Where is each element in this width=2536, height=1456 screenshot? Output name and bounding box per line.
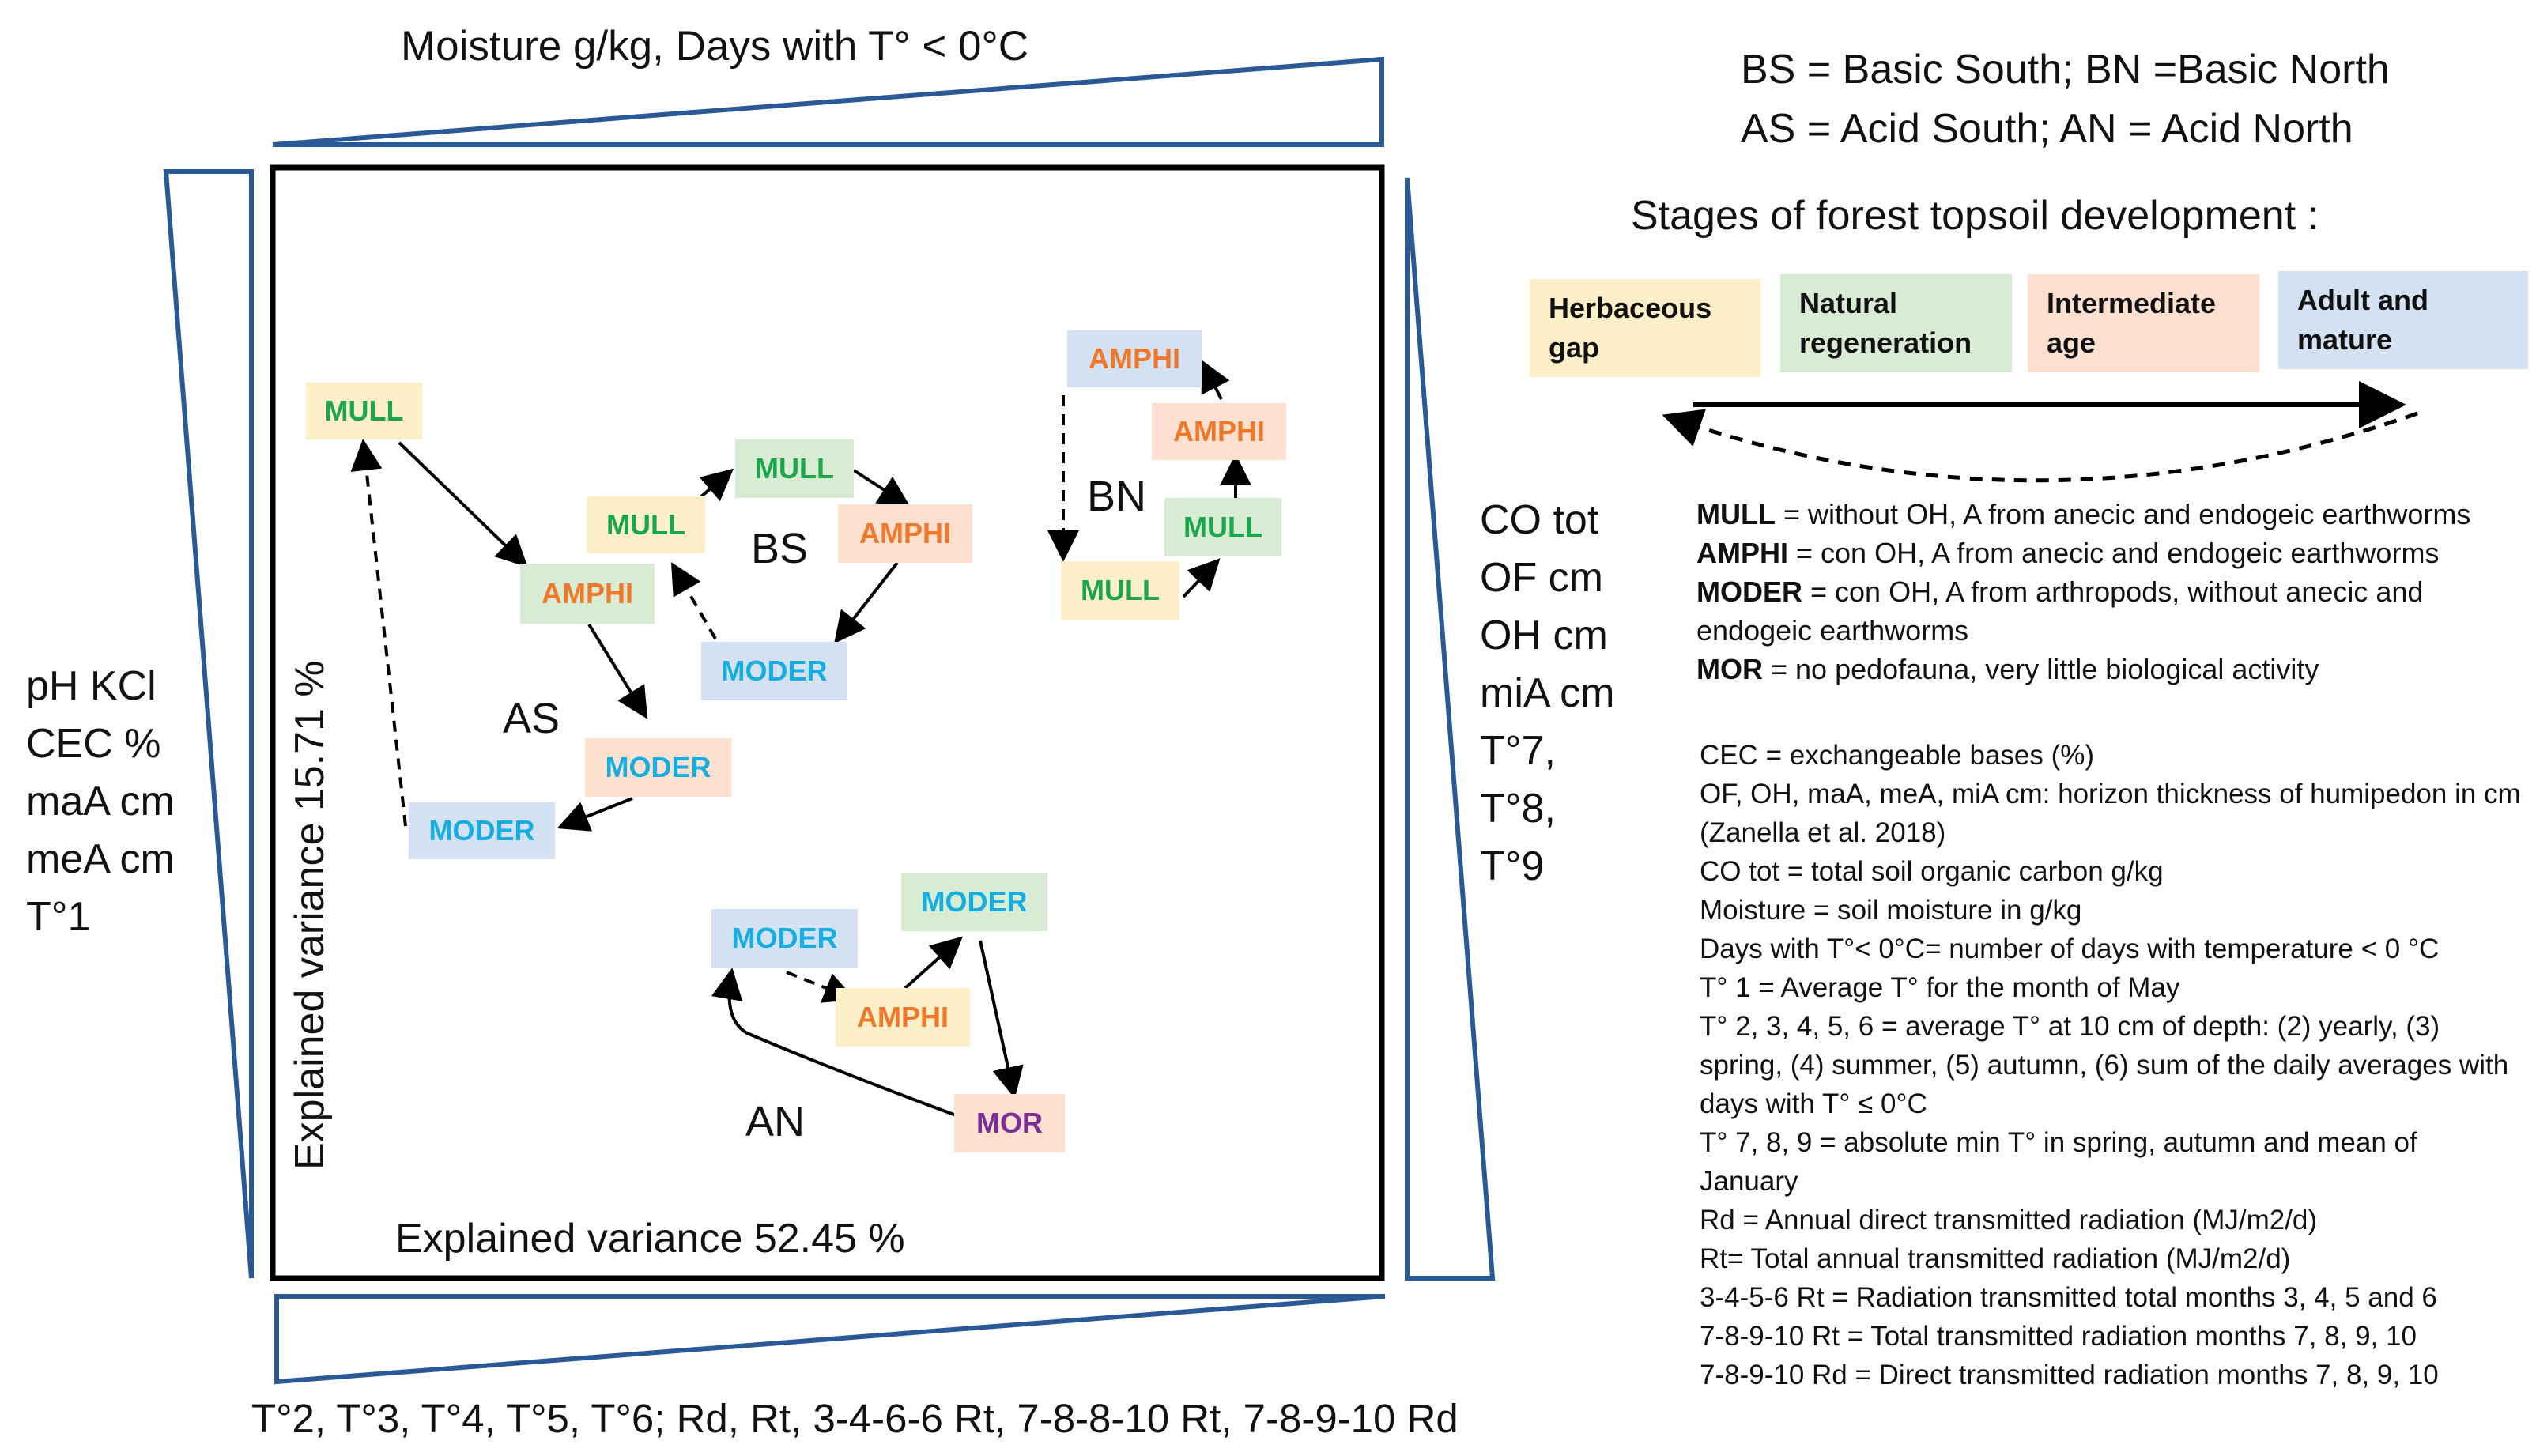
arrow-as-mull-to-amphi xyxy=(398,441,528,568)
glossary-item: Moisture = soil moisture in g/kg xyxy=(1700,895,2082,926)
node-bn-mull-green: MULL xyxy=(1164,498,1281,556)
node-an-mor: MOR xyxy=(954,1094,1065,1152)
glossary-item: T° 2, 3, 4, 5, 6 = average T° at 10 cm o… xyxy=(1700,1011,2509,1119)
glossary-item: OF, OH, maA, meA, miA cm: horizon thickn… xyxy=(1700,779,2521,848)
node-as-moder-orange: MODER xyxy=(585,738,731,797)
right-variable: miA cm xyxy=(1480,670,1615,716)
node-as-moder-blue: MODER xyxy=(409,802,555,859)
stages-title: Stages of forest topsoil development : xyxy=(1631,193,2319,239)
right-axis-variables: CO tot OF cm OH cm miA cm T°7, T°8, T°9 xyxy=(1480,492,1614,896)
arrow-bs-return-dashed xyxy=(670,562,717,640)
node-bs-mull-green: MULL xyxy=(735,439,854,498)
node-bs-mull-yellow: MULL xyxy=(587,496,705,553)
left-axis-variables: pH KCl CEC % maA cm meA cm T°1 xyxy=(26,658,175,946)
arrow-an-amphi-to-moder xyxy=(904,936,963,990)
right-variable: T°7, xyxy=(1480,728,1556,774)
legend-abbrev-line-2: AS = Acid South; AN = Acid North xyxy=(1741,106,2353,152)
glossary-item: Rd = Annual direct transmitted radiation… xyxy=(1700,1205,2318,1235)
group-label-an: AN xyxy=(745,1098,806,1145)
glossary-item: 7-8-9-10 Rd = Direct transmitted radiati… xyxy=(1700,1360,2439,1390)
glossary-item: CO tot = total soil organic carbon g/kg xyxy=(1700,856,2164,887)
node-an-moder-blue: MODER xyxy=(711,909,858,968)
node-as-amphi: AMPHI xyxy=(520,564,655,624)
definition-text: = without OH, A from anecic and endogeic… xyxy=(1775,498,2471,530)
bottom-axis-label: T°2, T°3, T°4, T°5, T°6; Rd, Rt, 3-4-6-6… xyxy=(251,1396,1459,1441)
left-variable: CEC % xyxy=(26,721,161,767)
definition-item: MODER = con OH, A from arthropods, witho… xyxy=(1696,572,2519,650)
y-explained-variance: Explained variance 15.71 % xyxy=(287,660,333,1170)
bottom-gradient-wedge xyxy=(274,1294,1386,1385)
definition-text: = con OH, A from anecic and endogeic ear… xyxy=(1788,537,2440,569)
arrow-as-amphi-to-moder xyxy=(587,623,648,719)
left-variable: maA cm xyxy=(26,779,175,824)
glossary-item: 3-4-5-6 Rt = Radiation transmitted total… xyxy=(1700,1282,2437,1313)
group-label-bn: BN xyxy=(1087,473,1147,520)
glossary-item: CEC = exchangeable bases (%) xyxy=(1700,740,2095,771)
node-bn-amphi-orange: AMPHI xyxy=(1152,403,1286,460)
right-variable: OH cm xyxy=(1480,613,1608,658)
stage-intermediate-age: Intermediate age xyxy=(2028,274,2259,372)
group-label-bs: BS xyxy=(751,525,809,572)
stage-adult-and-mature: Adult and mature xyxy=(2278,271,2528,369)
right-variable: OF cm xyxy=(1480,555,1603,601)
top-gradient-wedge xyxy=(272,56,1384,147)
definition-text: = con OH, A from arthropods, without ane… xyxy=(1696,575,2424,647)
definition-term: AMPHI xyxy=(1696,537,1788,569)
definition-item: AMPHI = con OH, A from anecic and endoge… xyxy=(1696,534,2519,572)
node-an-moder-green: MODER xyxy=(901,873,1047,931)
right-variable: T°8, xyxy=(1480,786,1556,832)
right-variable: CO tot xyxy=(1480,497,1599,543)
definition-term: MULL xyxy=(1696,498,1776,530)
arrow-an-mor-to-moder-curve xyxy=(711,968,959,1118)
node-bn-amphi-blue: AMPHI xyxy=(1067,330,1202,387)
right-gradient-wedge xyxy=(1405,177,1496,1281)
variable-glossary: CEC = exchangeable bases (%) OF, OH, maA… xyxy=(1700,736,2522,1394)
definition-text: = no pedofauna, very little biological a… xyxy=(1763,653,2319,685)
ordination-plot-frame xyxy=(270,164,1385,1281)
x-explained-variance: Explained variance 52.45 % xyxy=(395,1216,905,1262)
left-variable: pH KCl xyxy=(26,663,157,709)
arrow-bn-amphi-to-amphi xyxy=(1201,359,1230,400)
top-axis-label: Moisture g/kg, Days with T° < 0°C xyxy=(401,23,1028,70)
arrow-an-moder-to-mor xyxy=(979,940,1024,1099)
arrow-as-moder-to-moder xyxy=(557,797,633,832)
definition-item: MOR = no pedofauna, very little biologic… xyxy=(1696,650,2519,688)
glossary-item: Rt= Total annual transmitted radiation (… xyxy=(1700,1243,2291,1274)
arrow-bs-mull-to-amphi xyxy=(852,469,911,507)
stage-natural-regeneration: Natural regeneration xyxy=(1780,274,2012,372)
glossary-item: T° 7, 8, 9 = absolute min T° in spring, … xyxy=(1700,1127,2417,1197)
node-bs-amphi: AMPHI xyxy=(838,504,972,563)
right-variable: T°9 xyxy=(1480,843,1545,889)
arrow-bs-mull-to-mull xyxy=(698,468,734,502)
arrow-bn-mull-to-mull xyxy=(1182,558,1221,598)
definition-item: MULL = without OH, A from anecic and end… xyxy=(1696,495,2519,534)
legend-return-arrow-dashed xyxy=(1662,409,2418,483)
node-bn-mull-yellow: MULL xyxy=(1061,561,1179,620)
left-variable: T°1 xyxy=(26,894,91,940)
definition-term: MOR xyxy=(1696,653,1763,685)
node-bs-moder: MODER xyxy=(701,642,847,700)
arrow-bs-amphi-to-moder xyxy=(834,561,899,644)
node-an-amphi: AMPHI xyxy=(836,988,970,1047)
legend-abbrev-line-1: BS = Basic South; BN =Basic North xyxy=(1741,47,2390,92)
glossary-item: 7-8-9-10 Rt = Total transmitted radiatio… xyxy=(1700,1321,2417,1352)
left-variable: meA cm xyxy=(26,836,175,882)
arrow-as-return-dashed xyxy=(350,439,407,827)
definition-term: MODER xyxy=(1696,575,1802,608)
humus-definitions: MULL = without OH, A from anecic and end… xyxy=(1696,495,2519,688)
group-label-as: AS xyxy=(503,695,560,742)
stage-herbaceous-gap: Herbaceous gap xyxy=(1530,279,1760,377)
glossary-item: T° 1 = Average T° for the month of May xyxy=(1700,972,2180,1003)
left-gradient-wedge xyxy=(163,169,254,1279)
node-as-mull: MULL xyxy=(306,383,422,439)
glossary-item: Days with T°< 0°C= number of days with t… xyxy=(1700,934,2440,964)
